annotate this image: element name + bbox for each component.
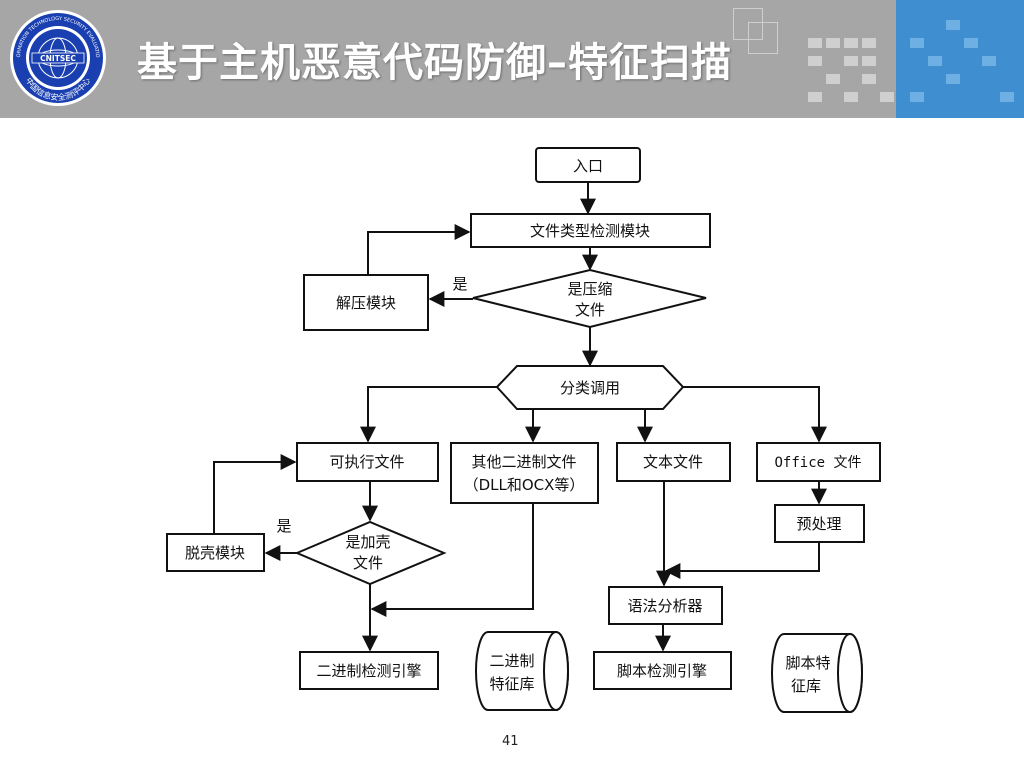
deco-square — [946, 74, 960, 84]
node-script-engine — [593, 651, 732, 690]
deco-square — [808, 38, 822, 48]
deco-square — [844, 92, 858, 102]
page-number: 41 — [502, 734, 519, 749]
deco-square — [826, 38, 840, 48]
label-script-engine: 脚本检测引擎 — [617, 662, 707, 680]
deco-frame — [748, 22, 778, 54]
deco-square — [946, 20, 960, 30]
deco-square — [862, 56, 876, 66]
slide-header: CNITSEC CHINA INFORMATION TECHNOLOGY SEC… — [0, 0, 1024, 118]
deco-square — [862, 38, 876, 48]
deco-square — [862, 74, 876, 84]
node-parser — [608, 586, 723, 625]
label-binary-db-1: 二进制 — [489, 652, 534, 670]
label-executable: 可执行文件 — [329, 453, 404, 471]
label-type-detect: 文件类型检测模块 — [530, 222, 650, 240]
edge-unpack-back — [213, 454, 297, 534]
deco-square — [808, 56, 822, 66]
deco-square — [928, 56, 942, 66]
deco-square — [982, 56, 996, 66]
label-text-file: 文本文件 — [643, 453, 703, 471]
label-binary-db-2: 特征库 — [489, 675, 534, 693]
node-binary-engine — [299, 651, 439, 690]
deco-square — [844, 38, 858, 48]
deco-square — [826, 74, 840, 84]
node-text-file — [616, 442, 731, 482]
deco-square — [910, 92, 924, 102]
edge-dispatch-exec — [360, 386, 497, 443]
label-dispatch: 分类调用 — [560, 379, 620, 397]
node-preprocess — [774, 504, 865, 543]
deco-square — [910, 38, 924, 48]
label-decompress: 解压模块 — [336, 294, 396, 312]
label-is-compressed-1: 是压缩 — [567, 280, 612, 298]
deco-square — [808, 92, 822, 102]
deco-square — [1000, 92, 1014, 102]
logo-center-text: CNITSEC — [40, 54, 76, 63]
node-binary-db — [475, 631, 569, 711]
edge-other-merge — [370, 503, 534, 617]
label-yes-2: 是 — [276, 517, 291, 535]
node-is-packed — [294, 520, 447, 586]
label-unpack: 脱壳模块 — [185, 544, 245, 562]
node-office-file — [756, 442, 881, 482]
node-is-compressed — [472, 268, 707, 329]
slide-title: 基于主机恶意代码防御–特征扫描 — [137, 40, 732, 86]
label-script-db-1: 脚本特 — [785, 654, 830, 672]
label-is-packed-2: 文件 — [353, 554, 383, 572]
label-script-db-2: 征库 — [791, 677, 821, 695]
node-other-binary — [450, 442, 599, 504]
label-other-binary-1: 其他二进制文件 — [471, 453, 576, 471]
label-is-compressed-2: 文件 — [575, 301, 605, 319]
label-parser: 语法分析器 — [627, 597, 702, 615]
node-unpack — [166, 533, 265, 572]
cnitsec-logo-icon: CNITSEC CHINA INFORMATION TECHNOLOGY SEC… — [8, 8, 106, 106]
edge-dispatch-office — [683, 386, 827, 443]
deco-square — [964, 38, 978, 48]
label-other-binary-2: （DLL和OCX等） — [464, 476, 585, 494]
label-preprocess: 预处理 — [796, 515, 841, 533]
label-binary-engine: 二进制检测引擎 — [316, 662, 421, 680]
label-is-packed-1: 是加壳 — [345, 533, 390, 551]
node-executable — [296, 442, 439, 482]
label-yes-1: 是 — [452, 275, 467, 293]
label-office-file: Office 文件 — [774, 455, 861, 471]
deco-square — [880, 92, 894, 102]
deco-square — [844, 56, 858, 66]
edge-decompress-back — [367, 224, 471, 275]
node-decompress — [303, 274, 429, 331]
edge-preprocess-parser — [664, 542, 820, 579]
node-script-db — [771, 633, 863, 713]
label-entry: 入口 — [573, 157, 603, 175]
